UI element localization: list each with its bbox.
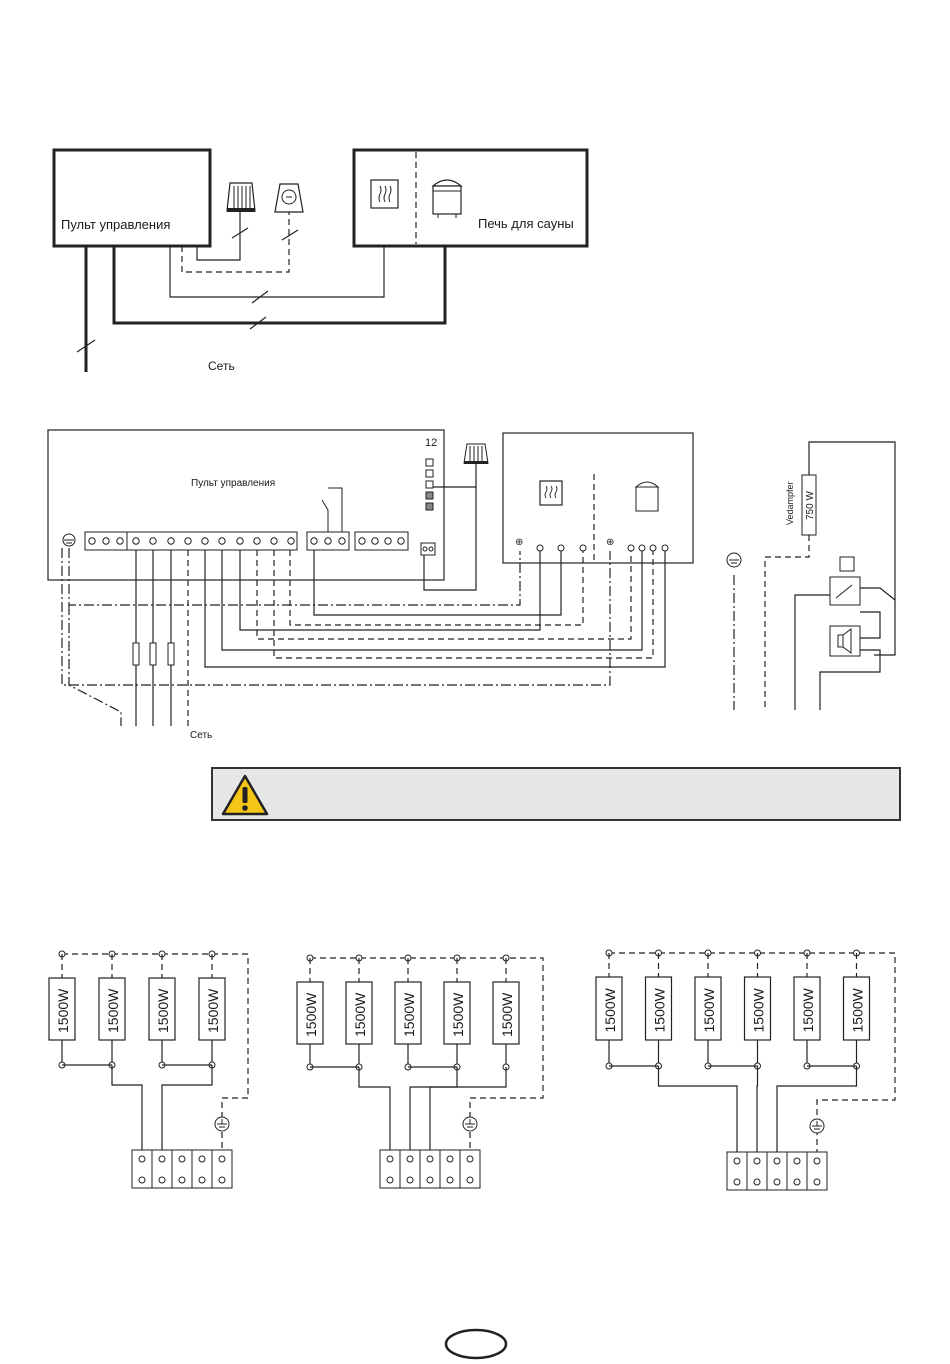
- resistor-label: 1500W: [303, 992, 319, 1037]
- resistor-label: 1500W: [800, 987, 816, 1032]
- heater-config-2: 1500W 1500W 1500W 1500W 1500W: [297, 955, 543, 1188]
- sauna-heater-icon-2: [636, 482, 658, 511]
- heater-board: [503, 433, 693, 563]
- terminal-block-left: [85, 532, 127, 550]
- ground-icon-vedampfer: [727, 553, 741, 567]
- mains-label-top: Сеть: [208, 359, 235, 373]
- resistor-label: 1500W: [652, 987, 668, 1032]
- heater-power-cable: [114, 246, 445, 323]
- resistor-label: 1500W: [751, 987, 767, 1032]
- resistor-label: 1500W: [701, 987, 717, 1032]
- door-sensor-cable: [182, 212, 289, 272]
- vedampfer-power: 750 W: [805, 491, 816, 520]
- sauna-heater-icon: [433, 180, 461, 218]
- mains-label-bottom: Сеть: [190, 730, 212, 741]
- resistor-label: 1500W: [205, 988, 221, 1033]
- heater-terminals: ⊕ ⊕: [515, 537, 668, 551]
- terminal-block-right: [355, 532, 408, 550]
- warning-triangle-icon: [221, 773, 269, 817]
- heater-label: Печь для сауны: [478, 216, 574, 231]
- fuse-1: [133, 643, 139, 665]
- svg-text:12: 12: [425, 437, 437, 449]
- control-panel-label: Пульт управления: [61, 217, 170, 232]
- heater-config-1: 1500W 1500W 1500W 1500W: [49, 951, 248, 1188]
- speaker-icon: [830, 626, 860, 656]
- resistor-label: 1500W: [155, 988, 171, 1033]
- door-sensor-icon: [275, 184, 303, 212]
- resistor-label: 1500W: [401, 992, 417, 1037]
- control-panel-board: [48, 430, 444, 580]
- temperature-sensor-icon: [227, 183, 255, 212]
- temp-sensor-cable: [197, 212, 240, 260]
- temperature-sensor-icon-2: [464, 444, 488, 464]
- page-number-oval: [446, 1330, 506, 1358]
- control-panel-board-label: Пульт управления: [191, 478, 275, 489]
- sensor-connector: [421, 543, 435, 555]
- resistor-label: 1500W: [450, 992, 466, 1037]
- board-indicators: 12: [425, 437, 437, 510]
- resistor-label: 1500W: [602, 987, 618, 1032]
- svg-text:⊕: ⊕: [515, 537, 523, 548]
- svg-text:⊕: ⊕: [606, 537, 614, 548]
- heater-config-3: 1500W 1500W 1500W 1500W 1500W 1500W: [596, 950, 895, 1190]
- resistor-label: 1500W: [352, 992, 368, 1037]
- vedampfer-label: Vedampfer: [785, 481, 795, 525]
- resistor-label: 1500W: [850, 987, 866, 1032]
- terminal-block-main: [127, 532, 297, 550]
- warning-banner: [211, 767, 901, 821]
- resistor-label: 1500W: [105, 988, 121, 1033]
- fuse-3: [168, 643, 174, 665]
- terminal-block-relay: [307, 488, 349, 550]
- thermostat-switch-icon: [830, 557, 860, 605]
- heating-element-icon-2: [540, 481, 562, 505]
- fuse-2: [150, 643, 156, 665]
- resistor-label: 1500W: [499, 992, 515, 1037]
- resistor-label: 1500W: [55, 988, 71, 1033]
